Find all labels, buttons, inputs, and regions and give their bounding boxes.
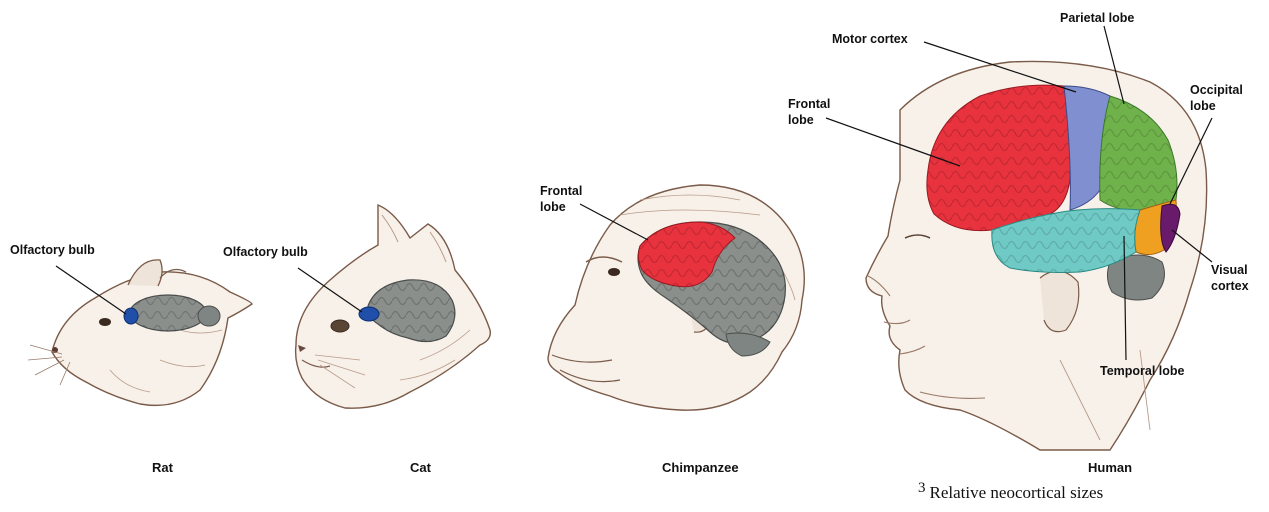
human-visual-line-1: Visual	[1211, 262, 1249, 278]
rat-head	[52, 272, 252, 406]
human-occipital-line-2: lobe	[1190, 98, 1243, 114]
rat-illustration	[28, 260, 252, 406]
chimp-frontal-line-1: Frontal	[540, 183, 582, 199]
cat-illustration	[296, 205, 491, 408]
cat-name: Cat	[410, 460, 431, 475]
human-motor-cortex-label: Motor cortex	[832, 31, 908, 47]
chimpanzee-name: Chimpanzee	[662, 460, 739, 475]
human-frontal-line-1: Frontal	[788, 96, 830, 112]
human-name: Human	[1088, 460, 1132, 475]
rat-olfactory-bulb	[124, 308, 138, 324]
cat-olfactory-bulb	[359, 307, 379, 321]
human-occipital-lobe-label: Occipital lobe	[1190, 82, 1243, 114]
rat-name: Rat	[152, 460, 173, 475]
caption-number: 3	[918, 480, 926, 496]
human-temporal-lobe-label: Temporal lobe	[1100, 363, 1185, 379]
cat-eye	[331, 320, 349, 332]
chimp-frontal-line-2: lobe	[540, 199, 582, 215]
human-frontal-line-2: lobe	[788, 112, 830, 128]
human-illustration	[826, 26, 1212, 450]
chimp-frontal-lobe-label: Frontal lobe	[540, 183, 582, 215]
rat-brain-texture	[130, 295, 206, 331]
rat-eye	[99, 318, 111, 326]
human-occipital-line-1: Occipital	[1190, 82, 1243, 98]
human-parietal-lobe-label: Parietal lobe	[1060, 10, 1134, 26]
cat-olfactory-bulb-label: Olfactory bulb	[223, 244, 308, 260]
human-visual-cortex-label: Visual cortex	[1211, 262, 1249, 294]
figure-caption: 3Relative neocortical sizes	[918, 483, 1103, 503]
rat-cerebellum	[198, 306, 220, 326]
human-frontal-lobe-label: Frontal lobe	[788, 96, 830, 128]
caption-text: Relative neocortical sizes	[930, 483, 1104, 502]
rat-olfactory-bulb-label: Olfactory bulb	[10, 242, 95, 258]
human-visual-line-2: cortex	[1211, 278, 1249, 294]
chimpanzee-illustration	[548, 185, 804, 410]
chimp-eye	[608, 268, 620, 276]
rat-ear	[128, 260, 162, 286]
